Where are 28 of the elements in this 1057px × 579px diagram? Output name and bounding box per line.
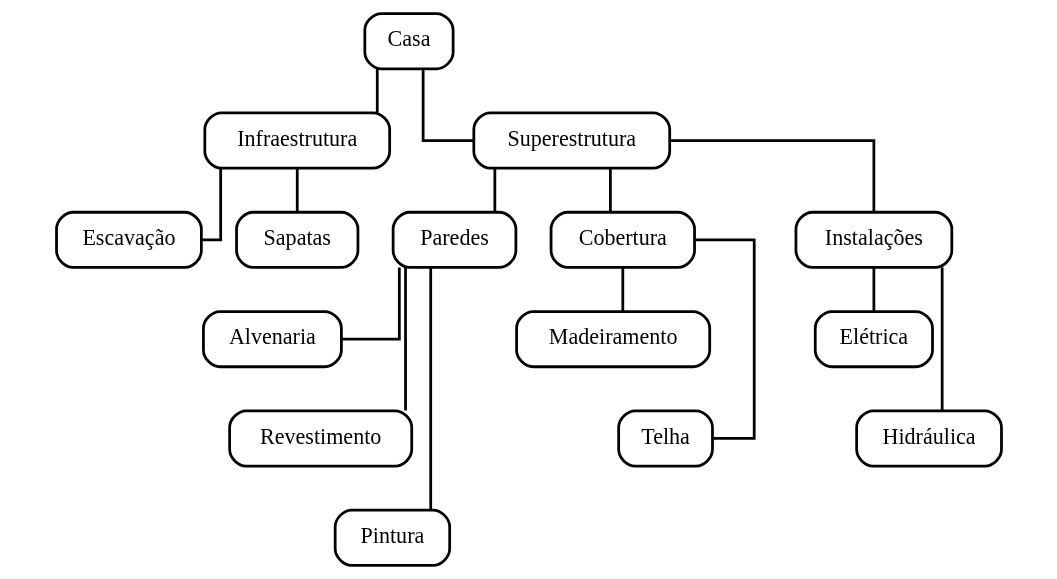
- node-box: Superestrutura: [471, 111, 671, 170]
- connector: [340, 267, 401, 341]
- connector: [375, 68, 379, 113]
- connector: [620, 267, 624, 312]
- connector: [295, 168, 299, 212]
- node-box: Infraestrutura: [202, 111, 391, 170]
- node-box: Madeiramento: [514, 310, 711, 369]
- connector: [694, 238, 756, 440]
- node-box: Escavação: [54, 210, 203, 269]
- connector: [493, 168, 496, 212]
- connector: [669, 139, 875, 213]
- node-box: Paredes: [391, 210, 517, 269]
- node-box: Instalações: [794, 210, 953, 269]
- connector: [940, 267, 944, 411]
- connector: [608, 168, 612, 212]
- connector: [872, 267, 875, 312]
- node-box: Cobertura: [549, 210, 696, 269]
- connector: [421, 68, 473, 142]
- node-box: Casa: [362, 12, 454, 71]
- node-box: Pintura: [333, 508, 451, 567]
- node-box: Sapatas: [234, 210, 359, 269]
- connector: [428, 267, 432, 511]
- node-box: Revestimento: [227, 409, 413, 468]
- connector: [403, 267, 407, 411]
- node-box: Telha: [616, 409, 714, 468]
- node-box: Hidráulica: [854, 409, 1003, 468]
- node-box: Elétrica: [813, 310, 934, 369]
- node-box: Alvenaria: [201, 310, 343, 369]
